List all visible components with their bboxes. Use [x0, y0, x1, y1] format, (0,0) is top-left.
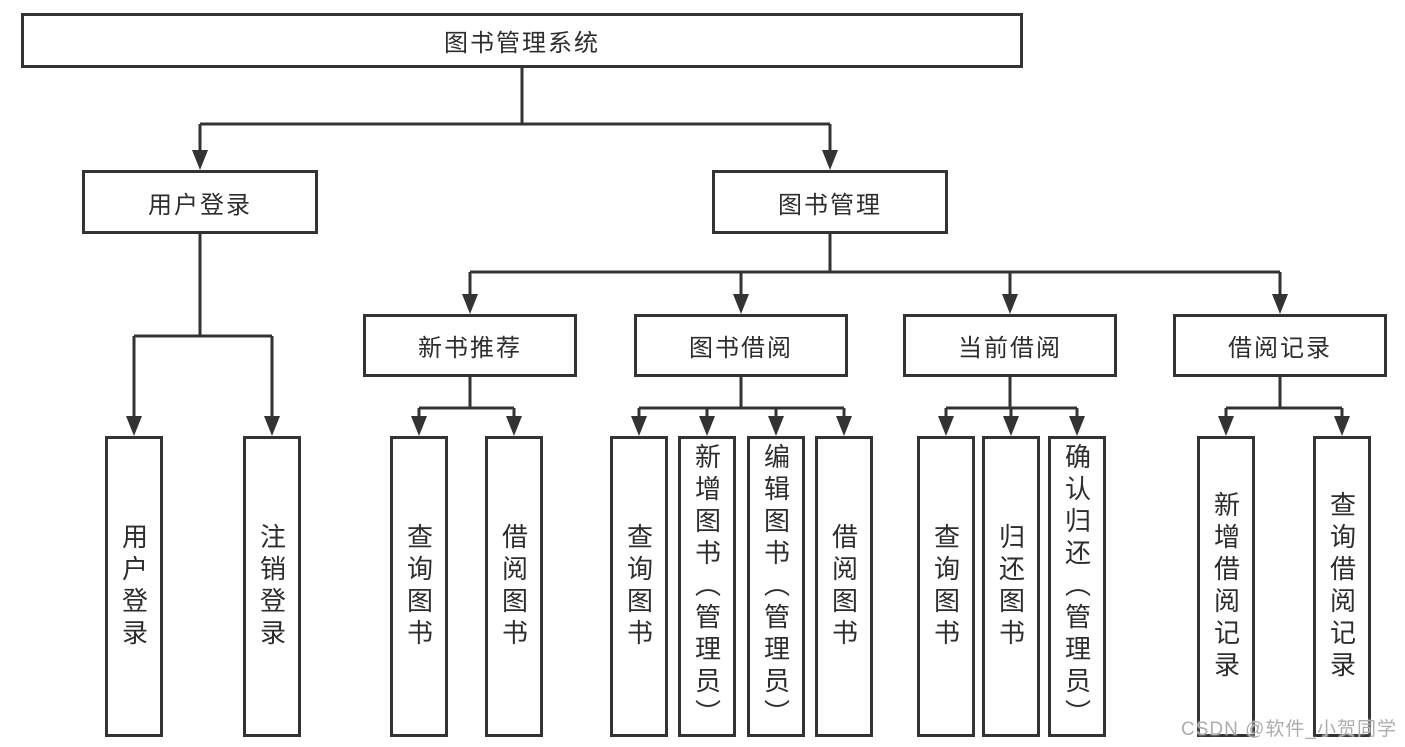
connector-new-book-recommend-to-leaves — [417, 377, 516, 420]
node-label: 新增借阅记录 — [1210, 490, 1241, 683]
node-label: 借阅记录 — [1228, 335, 1332, 362]
arrow-to-leaf-add-books — [699, 416, 715, 436]
leaf-edit-books-admin: 编辑图书（管理员） — [747, 436, 805, 737]
node-current-borrowing: 当前借阅 — [903, 314, 1117, 377]
arrow-to-book-management — [822, 150, 838, 170]
arrow-to-leaf-user-login — [126, 416, 142, 436]
leaf-user-login: 用户登录 — [105, 436, 163, 737]
node-new-book-recommend: 新书推荐 — [363, 314, 577, 377]
node-book-management: 图书管理 — [712, 170, 948, 234]
node-label: 确认归还（管理员） — [1061, 442, 1092, 731]
node-label: 用户登录 — [118, 522, 149, 651]
node-root-library-system: 图书管理系统 — [21, 13, 1023, 68]
arrow-to-new-book-recommend — [462, 294, 478, 314]
leaf-borrow-books-under-borrowing: 借阅图书 — [815, 436, 873, 737]
arrow-to-leaf-confirm-return — [1069, 416, 1085, 436]
arrow-to-leaf-query-books-1 — [411, 416, 427, 436]
node-label: 借阅图书 — [498, 522, 529, 651]
node-book-borrowing: 图书借阅 — [634, 314, 848, 377]
arrow-to-borrowing-records — [1272, 294, 1288, 314]
leaf-add-books-admin: 新增图书（管理员） — [678, 436, 736, 737]
leaf-query-books-under-current: 查询图书 — [917, 436, 975, 737]
arrow-to-leaf-return-books — [1003, 416, 1019, 436]
csdn-watermark: CSDN @软件_小贺同学 — [1181, 719, 1397, 740]
node-label: 新增图书（管理员） — [691, 442, 722, 731]
node-label: 查询借阅记录 — [1326, 490, 1357, 683]
node-label: 用户登录 — [148, 191, 252, 219]
node-label: 查询图书 — [403, 522, 434, 651]
leaf-return-books: 归还图书 — [982, 436, 1040, 737]
leaf-confirm-return-admin: 确认归还（管理员） — [1048, 436, 1106, 737]
node-label: 查询图书 — [623, 522, 654, 651]
node-label: 新书推荐 — [418, 335, 522, 362]
arrow-to-leaf-borrow-books-1 — [506, 416, 522, 436]
connector-root-to-level2 — [198, 68, 832, 154]
node-label: 借阅图书 — [828, 522, 859, 651]
arrow-to-leaf-query-books-2 — [631, 416, 647, 436]
node-label: 图书管理 — [778, 191, 882, 219]
node-user-login: 用户登录 — [82, 170, 318, 234]
arrow-to-current-borrowing — [1002, 294, 1018, 314]
leaf-logout: 注销登录 — [243, 436, 301, 737]
arrow-to-book-borrowing — [733, 294, 749, 314]
arrow-to-leaf-add-borrow-record — [1218, 416, 1234, 436]
node-label: 当前借阅 — [958, 335, 1062, 362]
arrow-to-leaf-logout — [264, 416, 280, 436]
node-label: 注销登录 — [256, 522, 287, 651]
leaf-add-borrow-record: 新增借阅记录 — [1197, 436, 1255, 737]
node-label: 归还图书 — [995, 522, 1026, 651]
connector-book-management-to-level3 — [468, 234, 1282, 298]
arrow-to-leaf-borrow-books-2 — [836, 416, 852, 436]
arrow-to-leaf-query-borrow-record — [1334, 416, 1350, 436]
arrowheads — [126, 150, 1350, 436]
leaf-borrow-books-under-recommend: 借阅图书 — [485, 436, 543, 737]
connector-current-borrowing-to-leaves — [944, 377, 1079, 420]
leaf-query-books-under-borrowing: 查询图书 — [610, 436, 668, 737]
connector-book-borrowing-to-leaves — [637, 377, 846, 420]
node-label: 编辑图书（管理员） — [760, 442, 791, 731]
arrow-to-user-login — [192, 150, 208, 170]
node-label: 图书管理系统 — [444, 30, 600, 57]
connector-user-login-to-leaves — [132, 234, 274, 420]
connector-borrowing-records-to-leaves — [1224, 377, 1344, 420]
arrow-to-leaf-edit-books — [768, 416, 784, 436]
leaf-query-borrow-record: 查询借阅记录 — [1313, 436, 1371, 737]
node-label: 查询图书 — [930, 522, 961, 651]
arrow-to-leaf-query-books-3 — [938, 416, 954, 436]
node-borrowing-records: 借阅记录 — [1173, 314, 1387, 377]
node-label: 图书借阅 — [689, 335, 793, 362]
leaf-query-books-under-recommend: 查询图书 — [390, 436, 448, 737]
